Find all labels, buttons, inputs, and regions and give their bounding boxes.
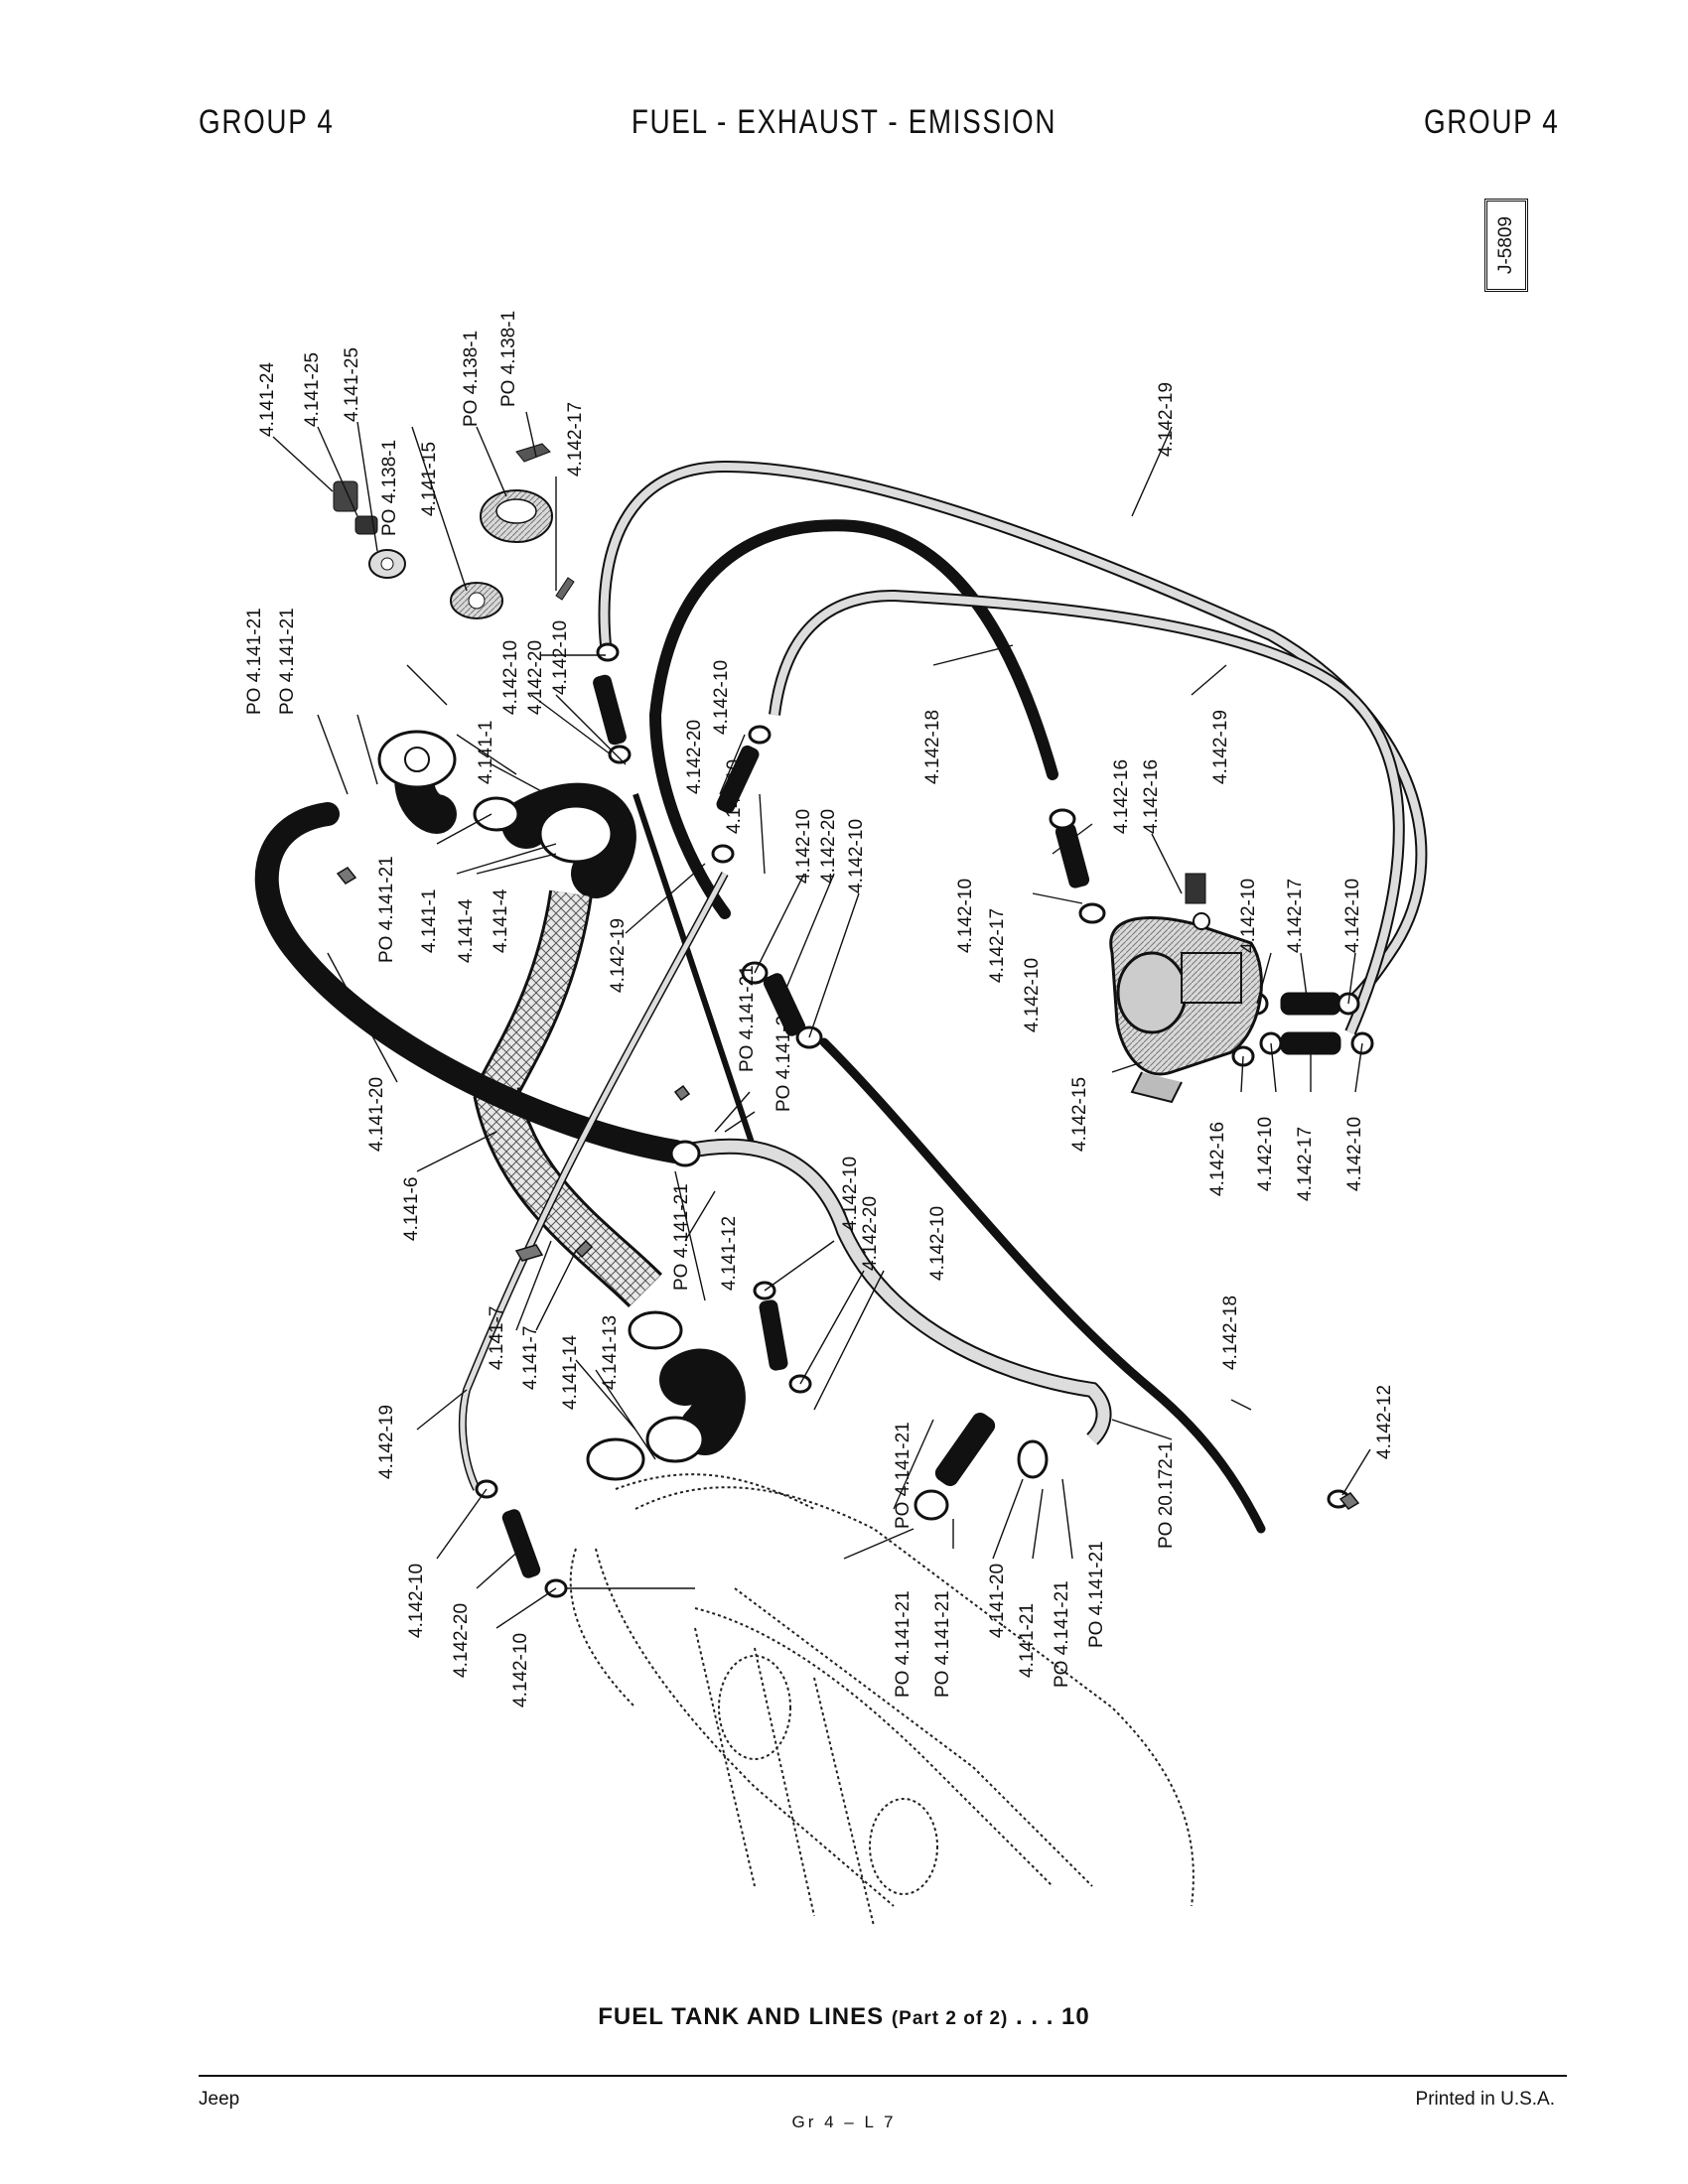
callout-label: PO 4.141-21 xyxy=(277,608,298,715)
vapor-valve-4-142-15 xyxy=(1109,873,1263,1104)
footer-rule xyxy=(199,2075,1567,2077)
callout-label: PO 4.141-21 xyxy=(893,1590,914,1698)
fuel-tank-outline xyxy=(569,1473,1195,1927)
callout-label: PO 4.141-21 xyxy=(1052,1580,1072,1688)
figure-reference-box: J-5809 xyxy=(1484,199,1528,292)
callout-label: 4.141-6 xyxy=(401,1177,422,1241)
callout-label: 4.142-10 xyxy=(406,1564,427,1638)
callout-label: 4.142-10 xyxy=(846,819,867,893)
callout-label: 4.142-10 xyxy=(1238,879,1259,953)
callout-label: PO 4.141-21 xyxy=(737,965,758,1072)
callout-label: 4.142-15 xyxy=(1069,1077,1090,1152)
callout-label: PO 4.141-21 xyxy=(932,1590,953,1698)
callout-label: 4.142-20 xyxy=(684,720,705,794)
callout-label: 4.142-10 xyxy=(793,809,814,884)
page-title: FUEL - EXHAUST - EMISSION xyxy=(631,103,1057,141)
callout-label: 4.142-20 xyxy=(860,1196,881,1271)
callout-label: 4.142-19 xyxy=(1210,710,1231,784)
callout-label: 4.142-16 xyxy=(1207,1122,1228,1196)
callout-label: 4.141-25 xyxy=(342,347,362,422)
callout-label: PO 4.141-21 xyxy=(376,856,397,963)
callout-label: 4.142-17 xyxy=(565,402,586,477)
callout-label: 4.142-19 xyxy=(608,918,629,993)
callout-label: 4.142-16 xyxy=(1141,759,1162,834)
callout-label: 4.141-15 xyxy=(419,442,440,516)
callout-label: 4.142-12 xyxy=(1374,1385,1395,1459)
callout-label: PO 4.141-21 xyxy=(671,1183,692,1291)
vapor-line-4-142-19 xyxy=(458,460,1428,1491)
callout-label: 4.142-10 xyxy=(510,1633,531,1707)
callout-label: 4.141-21 xyxy=(1017,1603,1038,1678)
fuel-line-4-142-18-lower xyxy=(819,1037,1266,1534)
callout-label: 4.142-10 xyxy=(711,660,732,735)
callout-label: 4.142-20 xyxy=(451,1603,472,1678)
callout-label: 4.142-10 xyxy=(1342,879,1363,953)
callout-label: 4.142-17 xyxy=(1285,879,1306,953)
callout-label: 4.142-19 xyxy=(376,1405,397,1479)
caption-sub: (Part 2 of 2) xyxy=(891,2008,1009,2029)
callout-label: 4.141-13 xyxy=(600,1315,621,1390)
callout-label: 4.142-10 xyxy=(1344,1117,1365,1191)
callout-label: 4.141-7 xyxy=(520,1326,541,1390)
figure-caption: FUEL TANK AND LINES (Part 2 of 2) . . . … xyxy=(0,2003,1688,2031)
callout-label: 4.142-17 xyxy=(1295,1127,1316,1201)
filler-cap-assembly xyxy=(333,443,575,619)
callout-labels: 4.141-24 4.141-25 4.141-25 PO 4.138-1 4.… xyxy=(244,311,1395,1707)
callout-label: 4.142-16 xyxy=(1111,759,1132,834)
callout-label: 4.141-4 xyxy=(491,888,511,953)
callout-label: 4.142-19 xyxy=(1156,382,1177,457)
callout-label: PO 4.138-1 xyxy=(461,331,482,427)
caption-main: FUEL TANK AND LINES xyxy=(598,2003,885,2030)
header-group-right: GROUP 4 xyxy=(1423,103,1559,141)
leader-lines xyxy=(272,411,1371,1629)
callout-label: 4.142-17 xyxy=(987,908,1008,983)
page-number: Gr 4 – L 7 xyxy=(791,2113,897,2131)
callout-label: PO 4.141-21 xyxy=(1086,1541,1107,1648)
footer-printed: Printed in U.S.A. xyxy=(1415,2089,1555,2110)
callout-label: 4.142-18 xyxy=(922,710,943,784)
callout-label: 4.141-14 xyxy=(560,1335,581,1410)
footer-brand: Jeep xyxy=(199,2089,240,2110)
callout-label: 4.142-10 xyxy=(1255,1117,1276,1191)
caption-suffix: . . . 10 xyxy=(1016,2003,1090,2030)
callout-label: 4.142-10 xyxy=(1022,958,1043,1032)
callout-label: 4.141-25 xyxy=(302,352,323,427)
callout-label: 4.142-10 xyxy=(955,879,976,953)
callout-label: PO 4.141-21 xyxy=(244,608,265,715)
callout-label: 4.141-1 xyxy=(419,889,440,953)
callout-label: PO 4.138-1 xyxy=(498,311,519,407)
header-group-left: GROUP 4 xyxy=(199,103,335,141)
callout-label: 4.142-20 xyxy=(525,640,546,715)
small-clips xyxy=(336,867,1360,1510)
filler-neck-hoses xyxy=(377,730,746,1481)
callout-label: 4.141-1 xyxy=(476,721,496,784)
callout-label: 4.141-20 xyxy=(987,1564,1008,1638)
vent-hose-4-141-20 xyxy=(254,802,687,1163)
callout-label: 4.141-12 xyxy=(719,1216,740,1291)
callout-label: 4.142-18 xyxy=(1220,1296,1241,1370)
callout-label: 4.142-20 xyxy=(818,809,839,884)
callout-label: 4.141-24 xyxy=(257,362,278,437)
callout-label: 4.141-7 xyxy=(487,1306,507,1370)
callout-label: PO 4.141-21 xyxy=(893,1422,914,1529)
fuel-line-4-142-18-arc xyxy=(648,519,1058,919)
callout-label: 4.142-10 xyxy=(840,1157,861,1231)
callout-label: 4.142-10 xyxy=(550,620,571,695)
callout-label: PO 4.138-1 xyxy=(379,440,400,536)
callout-label: 4.142-10 xyxy=(500,640,521,715)
callout-label: 4.141-4 xyxy=(456,898,477,963)
callout-label: 4.141-20 xyxy=(366,1077,387,1152)
callout-label: PO 20.172-1 xyxy=(1156,1441,1177,1549)
callout-label: PO 4.141-21 xyxy=(774,1005,794,1112)
callout-label: 4.142-10 xyxy=(724,759,745,834)
callout-label: 4.142-10 xyxy=(927,1206,948,1281)
